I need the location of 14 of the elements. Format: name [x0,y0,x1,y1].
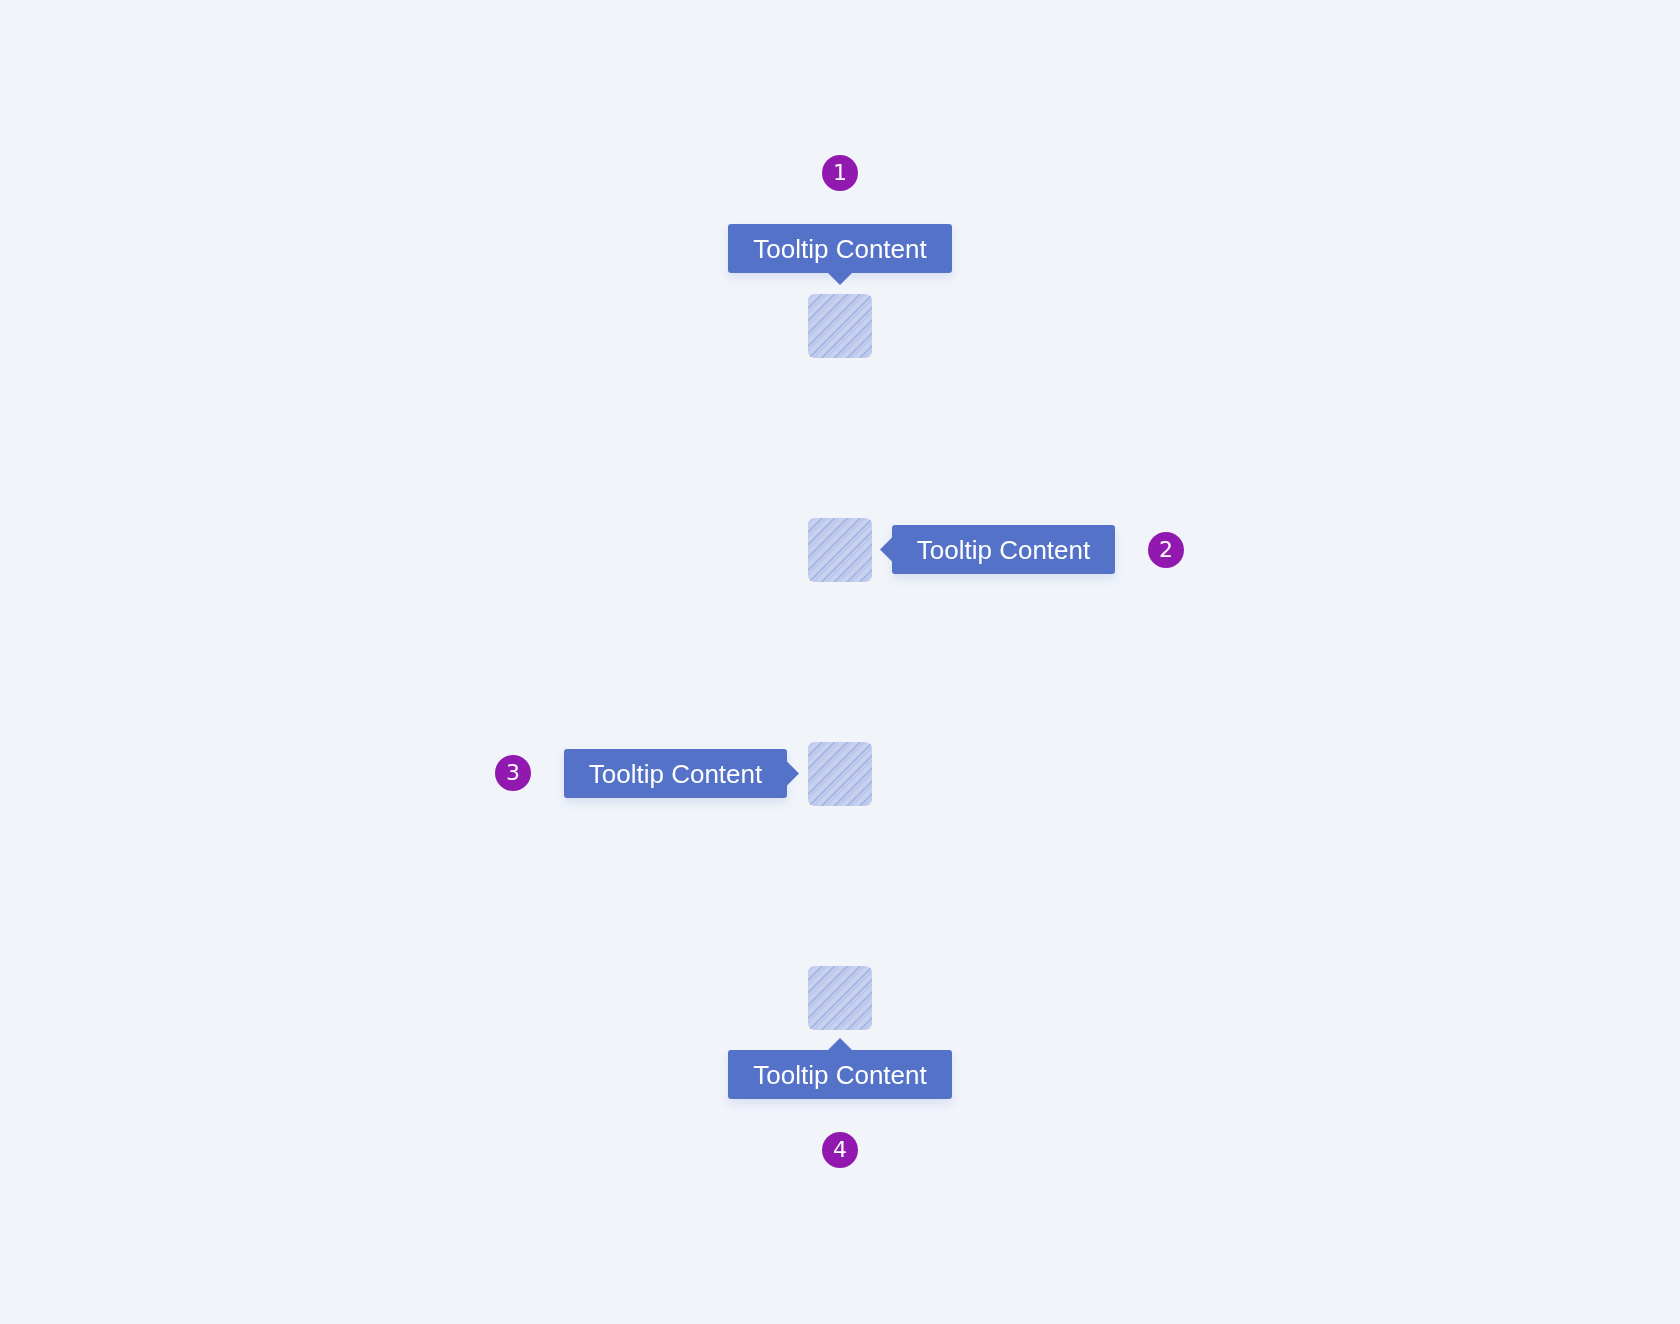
tooltip-caret [880,537,892,562]
callout-number: 1 [822,155,858,191]
tooltip-caret [787,761,799,786]
callout-number: 2 [1148,532,1184,568]
hatched-placeholder [808,518,872,582]
hatched-placeholder [808,966,872,1030]
tooltip: Tooltip Content [728,224,952,273]
callout-number: 4 [822,1132,858,1168]
tooltip: Tooltip Content [728,1050,952,1099]
callout-number: 3 [495,755,531,791]
tooltip-caret [828,273,852,285]
hatched-placeholder [808,294,872,358]
hatched-placeholder [808,742,872,806]
tooltip-caret [828,1038,852,1050]
